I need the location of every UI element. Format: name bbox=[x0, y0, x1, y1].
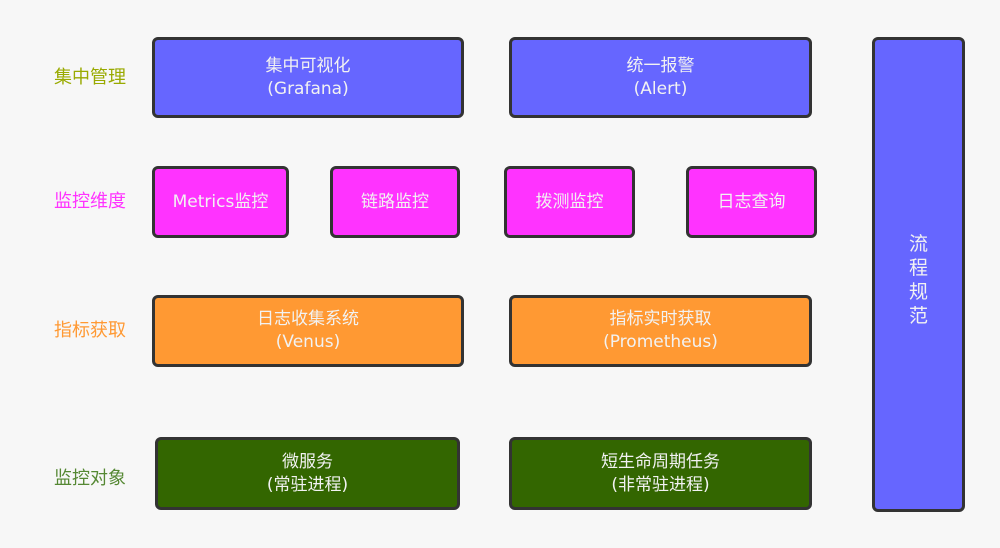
process-standard-char-3: 规 bbox=[908, 281, 928, 303]
venus-subtitle: (Venus) bbox=[275, 332, 341, 352]
short-lived-task-title: 短生命周期任务 bbox=[601, 451, 720, 472]
alert-subtitle: (Alert) bbox=[633, 78, 688, 99]
grafana-box: 集中可视化 (Grafana) bbox=[152, 37, 464, 118]
metrics-monitor-box: Metrics监控 bbox=[152, 166, 289, 238]
venus-box: 日志收集系统 (Venus) bbox=[152, 295, 464, 367]
alert-title: 统一报警 bbox=[626, 55, 695, 76]
prometheus-title: 指标实时获取 bbox=[609, 309, 712, 329]
trace-monitor-label: 链路监控 bbox=[361, 191, 429, 212]
short-lived-task-box: 短生命周期任务 (非常驻进程) bbox=[509, 437, 812, 510]
grafana-subtitle: (Grafana) bbox=[267, 78, 349, 99]
log-query-box: 日志查询 bbox=[686, 166, 817, 238]
row-label-dimension: 监控维度 bbox=[54, 191, 126, 212]
log-query-label: 日志查询 bbox=[717, 191, 786, 212]
process-standard-box: 流 程 规 范 bbox=[872, 37, 965, 512]
process-standard-char-2: 程 bbox=[908, 257, 928, 279]
microservice-box: 微服务 (常驻进程) bbox=[155, 437, 460, 510]
trace-monitor-box: 链路监控 bbox=[330, 166, 460, 238]
grafana-title: 集中可视化 bbox=[265, 55, 351, 76]
row-label-acquisition: 指标获取 bbox=[54, 320, 126, 341]
venus-title: 日志收集系统 bbox=[257, 309, 359, 329]
microservice-title: 微服务 bbox=[282, 451, 333, 472]
short-lived-task-subtitle: (非常驻进程) bbox=[611, 474, 710, 495]
alert-box: 统一报警 (Alert) bbox=[509, 37, 812, 118]
microservice-subtitle: (常驻进程) bbox=[266, 474, 349, 495]
prometheus-box: 指标实时获取 (Prometheus) bbox=[509, 295, 812, 367]
metrics-monitor-label: Metrics监控 bbox=[172, 191, 269, 212]
row-label-target: 监控对象 bbox=[54, 468, 126, 489]
process-standard-char-1: 流 bbox=[908, 233, 928, 255]
process-standard-char-4: 范 bbox=[908, 305, 928, 327]
probe-monitor-box: 拨测监控 bbox=[504, 166, 635, 238]
probe-monitor-label: 拨测监控 bbox=[535, 191, 604, 212]
row-label-management: 集中管理 bbox=[54, 67, 126, 88]
prometheus-subtitle: (Prometheus) bbox=[603, 332, 718, 352]
